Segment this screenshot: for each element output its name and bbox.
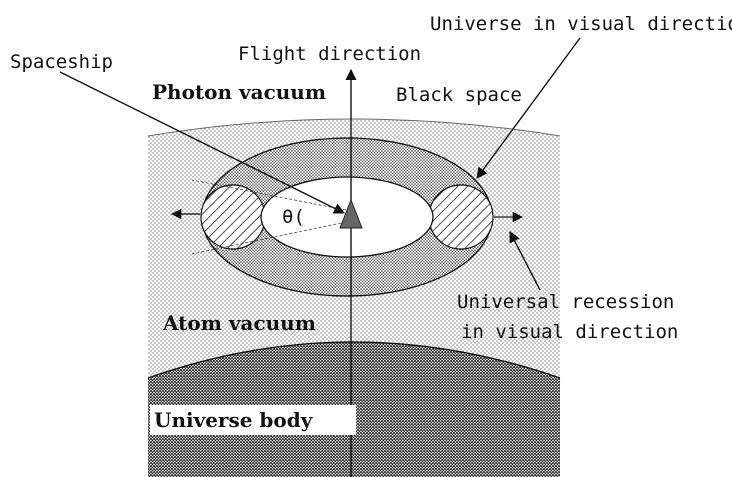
universal-recession-label-1: Universal recession bbox=[457, 291, 674, 313]
leader-recession bbox=[509, 231, 541, 291]
photon-vacuum-bg bbox=[150, 78, 345, 106]
view-line-upper bbox=[191, 179, 352, 212]
photon-vacuum-label: Photon vacuum bbox=[152, 80, 326, 104]
black-space-label: Black space bbox=[396, 84, 522, 106]
flight-direction-label: Flight direction bbox=[238, 43, 421, 65]
view-line-lower bbox=[191, 220, 352, 255]
universe-body-label: Universe body bbox=[154, 408, 314, 432]
universe-body-bg bbox=[150, 405, 356, 435]
universal-recession-label-2: in visual direction bbox=[461, 321, 678, 343]
leader-universe-visual bbox=[476, 37, 581, 179]
theta-label: θ( bbox=[282, 206, 305, 228]
spaceship-triangle bbox=[339, 198, 363, 229]
universe-body-boundary bbox=[147, 341, 561, 379]
atom-vacuum-boundary bbox=[147, 118, 561, 137]
leader-spaceship bbox=[59, 71, 346, 214]
atom-vacuum-label: Atom vacuum bbox=[162, 311, 316, 335]
universe-visual-label: Universe in visual direction bbox=[430, 13, 732, 35]
recession-circle-left bbox=[200, 184, 266, 250]
spaceship-label: Spaceship bbox=[10, 51, 113, 73]
recession-circle-right bbox=[428, 184, 494, 250]
